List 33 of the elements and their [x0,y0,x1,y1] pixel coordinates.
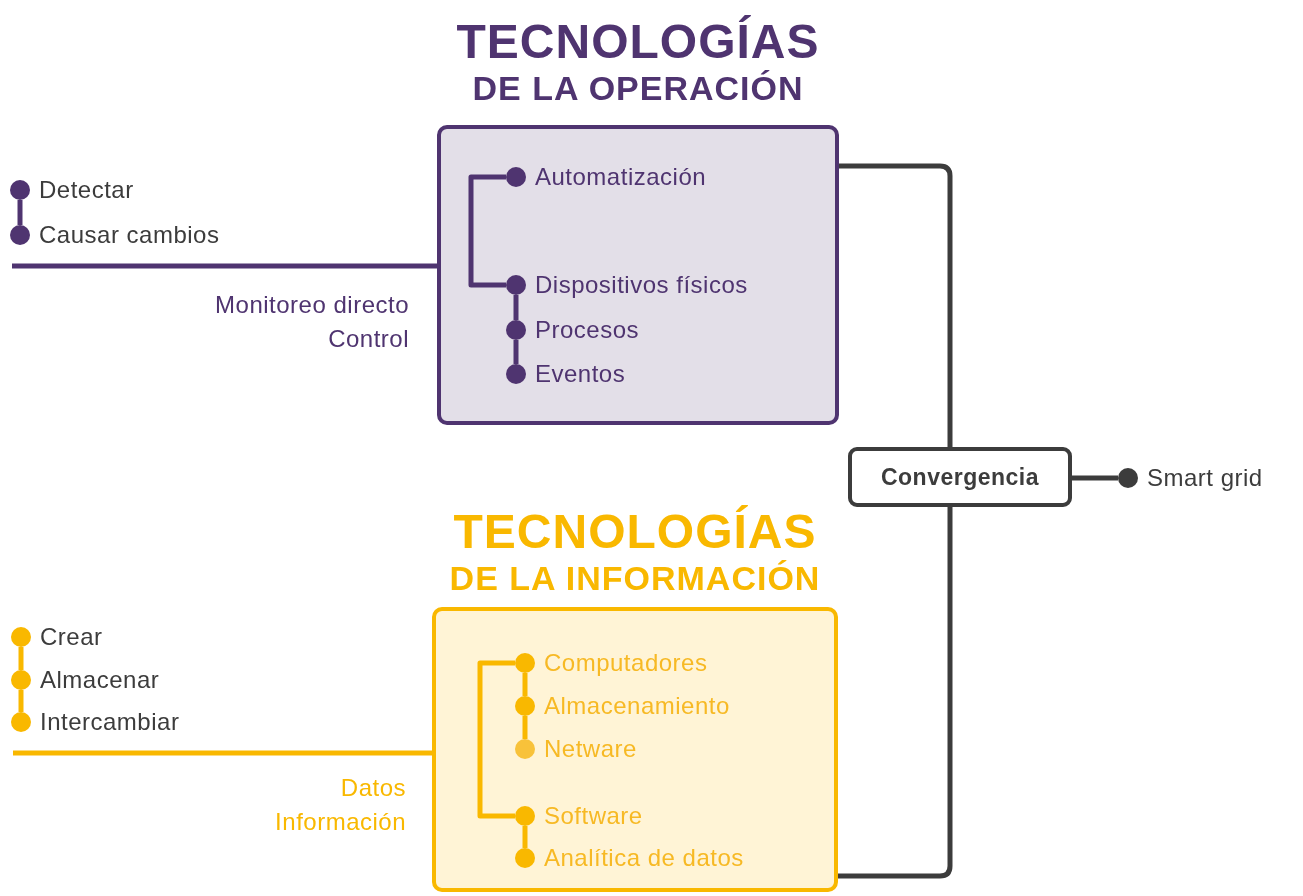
connector-line [522,716,528,739]
list-item: Detectar [39,175,134,205]
list-item: Software [544,801,643,831]
list-item: Dispositivos físicos [535,270,748,300]
list-item: Intercambiar [40,707,180,737]
connector-line [18,647,24,670]
list-item: Procesos [535,315,640,345]
connector-line [18,690,24,712]
connector-line [12,263,437,269]
list-item: Crear [40,622,103,652]
list-item: Almacenar [40,665,160,695]
connector-line [513,340,519,364]
list-item: Almacenamiento [544,691,730,721]
connector-line [17,200,23,225]
list-item: Analítica de datos [544,843,744,873]
connector-line [477,660,515,819]
list-item: Causar cambios [39,220,220,250]
connector-line [468,174,506,288]
connector-line [522,826,528,848]
connector-line [839,163,953,447]
process-box: Convergencia [848,447,1072,507]
connector-line [1072,475,1118,481]
connector-line [838,507,953,879]
connector-line [522,673,528,696]
list-item: Eventos [535,359,626,389]
list-item: Computadores [544,648,708,678]
connector-line [13,750,432,756]
heading: TECNOLOGÍAS DE LA INFORMACIÓN [448,505,822,597]
list-item: Automatización [535,162,707,192]
list-item: Smart grid [1147,463,1263,493]
heading: TECNOLOGÍAS DE LA OPERACIÓN [455,15,821,107]
list-item: Netware [544,734,637,764]
connector-line [513,295,519,320]
